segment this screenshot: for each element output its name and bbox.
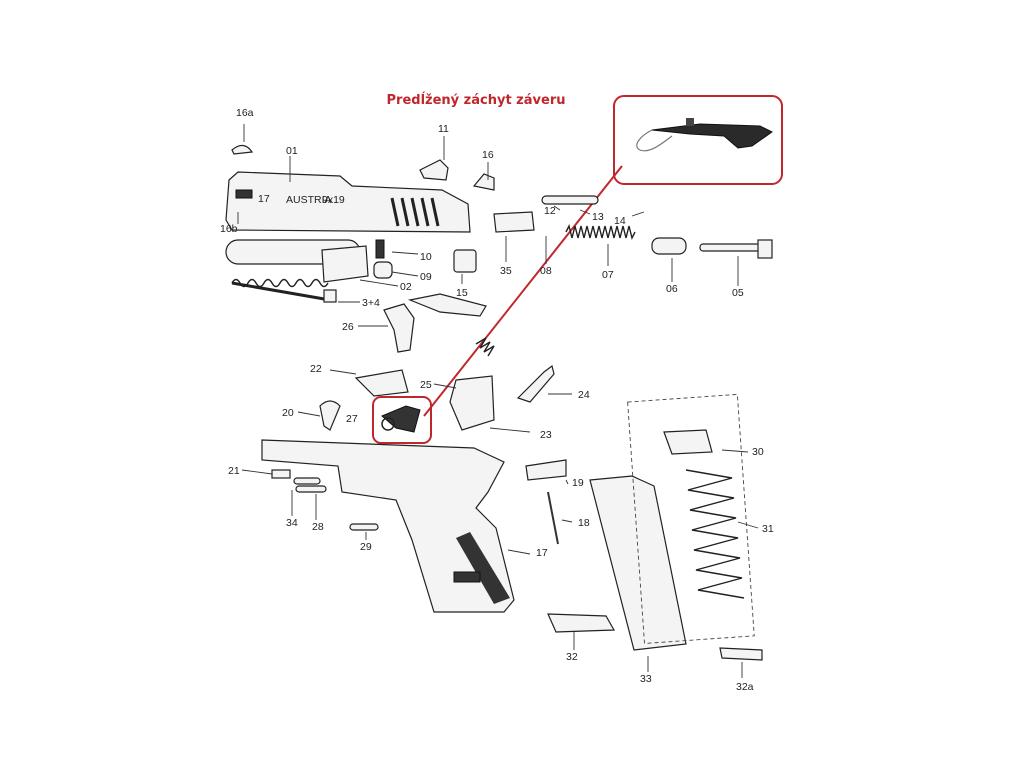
label-11: 11 [438, 123, 449, 135]
pin-10-part [375, 239, 385, 259]
label-07: 07 [602, 269, 614, 281]
label-16a: 16a [236, 107, 254, 119]
label-08: 08 [540, 265, 552, 277]
ejector-part [319, 400, 341, 431]
label-15: 15 [456, 287, 468, 299]
label-05: 05 [732, 287, 744, 299]
label-29: 29 [360, 541, 372, 553]
spacer-sleeve-part [493, 211, 535, 233]
magazine-catch-spring-part [547, 491, 559, 545]
magazine-catch-part [525, 459, 567, 481]
label-34: 34 [286, 517, 298, 529]
extended-slide-stop-icon [636, 118, 773, 152]
label-18: 18 [578, 517, 590, 529]
bushing-09-part [373, 261, 393, 279]
label-17: 17 [536, 547, 548, 559]
firing-pin-part [541, 195, 599, 205]
label-32: 32 [566, 651, 578, 663]
slide-caliber-marking: 9x19 [322, 194, 345, 206]
label-16: 16 [482, 149, 494, 161]
trigger-bar-part [383, 293, 487, 353]
label-23: 23 [540, 429, 552, 441]
firing-pin-safety-part [699, 239, 773, 259]
label-35: 35 [500, 265, 512, 277]
slide-lock-27-part [381, 405, 421, 433]
leader-lines [237, 124, 759, 678]
trigger-housing-part [354, 369, 409, 397]
pin-21-part [271, 469, 291, 479]
label-10: 10 [420, 251, 432, 263]
label-32a: 32a [736, 681, 754, 693]
label-14: 14 [614, 215, 626, 227]
label-26: 26 [342, 321, 354, 333]
trigger-spring-part [475, 337, 495, 357]
slide-model-marking: 17 [258, 193, 270, 205]
label-31: 31 [762, 523, 774, 535]
label-20: 20 [282, 407, 294, 419]
label-16b: 16b [220, 223, 238, 235]
magazine-tube-part [547, 475, 687, 651]
label-21: 21 [228, 465, 240, 477]
pin-28-part [295, 485, 327, 493]
label-09: 09 [420, 271, 432, 283]
label-30: 30 [752, 446, 764, 458]
spring-cups-part [651, 237, 687, 255]
rear-sight-part [231, 144, 254, 155]
magazine-follower-part [663, 429, 713, 455]
magazine-dash-box [627, 393, 755, 644]
pin-34-part [293, 477, 321, 485]
label-13: 13 [592, 211, 604, 223]
slide-cover-plate-part [453, 249, 477, 273]
recoil-spring-part [231, 278, 337, 303]
label-25: 25 [420, 379, 432, 391]
slide-part: 17 AUSTRIA 9x19 [225, 171, 471, 233]
callout-box [613, 95, 783, 185]
frame-part [261, 439, 515, 613]
label-33: 33 [640, 673, 652, 685]
slide-stop-lever-24-part [516, 364, 555, 403]
locking-block-part [449, 375, 495, 431]
label-06: 06 [666, 283, 678, 295]
part-labels: 16a 01 11 16 16b 10 09 02 15 12 13 14 35… [220, 107, 774, 693]
barrel-part [225, 239, 369, 283]
callout-connector [423, 165, 623, 417]
firing-pin-spring-part [565, 223, 636, 241]
diagram-title: Predĺžený záchyt záveru [387, 92, 566, 108]
label-28: 28 [312, 521, 324, 533]
front-sight-part [472, 173, 495, 191]
highlight-box-27 [372, 396, 432, 444]
label-3plus4: 3+4 [362, 297, 380, 309]
label-22: 22 [310, 363, 322, 375]
label-12: 12 [544, 205, 556, 217]
label-27: 27 [346, 413, 358, 425]
magazine-spring-part [685, 469, 745, 599]
label-24: 24 [578, 389, 590, 401]
extractor-part [419, 159, 449, 181]
magazine-insert-part [719, 647, 763, 661]
pin-29-part [349, 523, 379, 531]
label-19: 19 [572, 477, 584, 489]
label-01: 01 [286, 145, 298, 157]
slide-country-marking: AUSTRIA [286, 194, 332, 206]
label-02: 02 [400, 281, 412, 293]
